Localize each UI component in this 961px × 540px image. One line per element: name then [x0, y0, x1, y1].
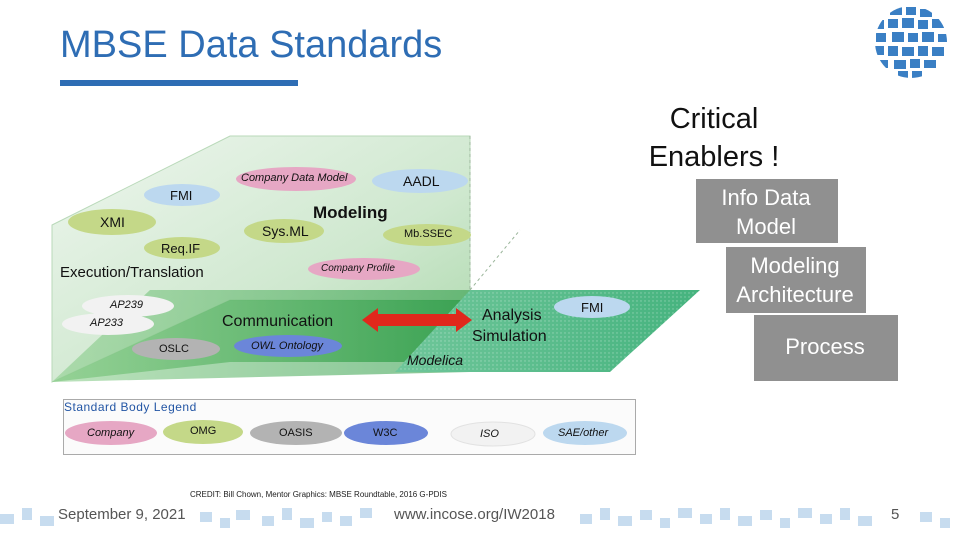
footer-pattern	[0, 508, 950, 528]
xmi-label: XMI	[100, 214, 125, 230]
oslc-ellipse	[132, 338, 220, 360]
mbsec-ellipse	[383, 224, 471, 246]
legend-title: Standard Body Legend	[64, 400, 197, 414]
simulation-label: Simulation	[472, 328, 547, 345]
ap239-ellipse	[82, 295, 174, 317]
company-profile-ellipse	[308, 258, 420, 280]
credit-line: CREDIT: Bill Chown, Mentor Graphics: MBS…	[190, 490, 447, 499]
owl-ontology-ellipse	[234, 335, 342, 357]
fmi-right-label: FMI	[581, 300, 604, 315]
footer-url[interactable]: www.incose.org/IW2018	[394, 506, 555, 523]
reqif-label: Req.IF	[161, 241, 201, 256]
page-title: MBSE Data Standards	[60, 24, 443, 66]
ap233-label: AP233	[90, 317, 124, 329]
legend-company-label: Company	[87, 427, 135, 439]
legend-oasis-swatch	[250, 421, 342, 445]
page-number: 5	[891, 506, 900, 523]
legend-omg-label: OMG	[190, 425, 217, 437]
company-data-model-label: Company Data Model	[241, 172, 348, 184]
legend-iso-label: ISO	[480, 428, 499, 440]
legend-sae-swatch	[543, 421, 627, 445]
ap239-label: AP239	[110, 299, 144, 311]
critical-enablers-heading: Critical Enablers !	[648, 103, 780, 173]
ap233-ellipse	[62, 313, 154, 335]
legend-omg-swatch	[163, 420, 243, 444]
modeling-label: Modeling	[313, 203, 388, 222]
owl-ontology-label: OWL Ontology	[251, 340, 323, 352]
legend-company-swatch	[65, 421, 157, 445]
analysis-label: Analysis	[482, 307, 542, 324]
legend-w3c-swatch	[344, 421, 428, 445]
execution-translation-label: Execution/Translation	[60, 264, 204, 281]
communication-label: Communication	[222, 313, 334, 330]
aadl-label: AADL	[403, 173, 440, 189]
company-profile-label: Company Profile	[321, 263, 395, 274]
xmi-ellipse	[68, 209, 156, 235]
fmi-top-ellipse	[144, 184, 220, 206]
aadl-ellipse	[372, 169, 468, 193]
legend-oasis-label: OASIS	[279, 427, 313, 439]
modeling-architecture-box: Modeling Architecture	[724, 245, 866, 313]
legend-w3c-label: W3C	[373, 427, 398, 439]
sysml-label: Sys.ML	[262, 223, 309, 239]
oslc-label: OSLC	[159, 343, 189, 355]
company-data-model-ellipse	[236, 167, 356, 191]
communication-analysis-arrow	[362, 308, 472, 332]
fmi-top-label: FMI	[170, 188, 193, 203]
legend-sae-label: SAE/other	[558, 427, 609, 439]
legend-swatches	[65, 420, 627, 447]
sysml-ellipse	[244, 219, 324, 243]
legend-iso-swatch	[450, 421, 536, 447]
globe-logo-icon	[875, 6, 947, 78]
title-underline	[60, 80, 298, 86]
reqif-ellipse	[144, 237, 220, 259]
fmi-right-ellipse	[554, 296, 630, 318]
standard-body-legend	[63, 399, 636, 455]
footer-date: September 9, 2021	[58, 506, 186, 523]
mbsec-label: Mb.SSEC	[404, 228, 453, 240]
modelica-label: Modelica	[407, 352, 464, 368]
info-data-model-box: Info Data Model	[694, 177, 838, 243]
process-box: Process	[752, 313, 898, 381]
